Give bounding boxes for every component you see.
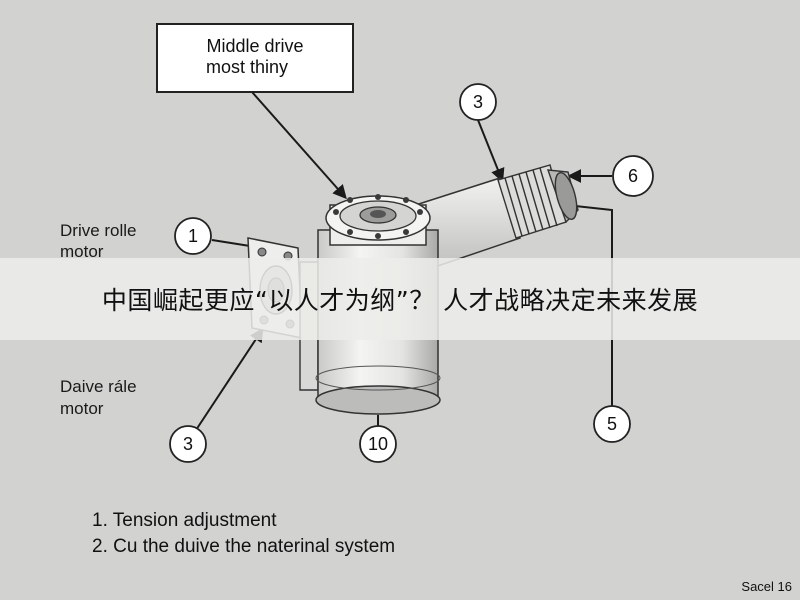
part-number-6: 6 bbox=[612, 155, 654, 197]
flange-bolt-holes bbox=[333, 194, 423, 239]
leader-line-1 bbox=[211, 239, 251, 247]
note-item: 2. Cu the duive the naterinal system bbox=[92, 536, 396, 557]
callout-upper-left-line-1: Drive rolle bbox=[60, 221, 137, 240]
top-drive-flange bbox=[325, 194, 431, 241]
callout-lower-left: Daive rále motor bbox=[60, 377, 137, 418]
callout-lower-left-line-2: motor bbox=[60, 399, 104, 418]
title-line-1: Middle drive bbox=[206, 36, 303, 56]
part-number-3-bottom: 3 bbox=[169, 425, 207, 463]
callout-upper-left-line-2: motor bbox=[60, 242, 104, 261]
svg-text:1: 1 bbox=[188, 226, 198, 246]
notes-list: 1. Tension adjustment 2. Cu the duive th… bbox=[92, 508, 395, 560]
svg-text:6: 6 bbox=[628, 166, 638, 186]
part-number-5: 5 bbox=[593, 405, 631, 443]
leader-line-5 bbox=[565, 204, 613, 408]
leader-line-3-top bbox=[477, 119, 505, 183]
overlay-banner: 中国崛起更应“以人才为纲”？ 人才战略决定未来发展 bbox=[0, 258, 800, 340]
svg-text:3: 3 bbox=[473, 92, 483, 112]
svg-text:5: 5 bbox=[607, 414, 617, 434]
callout-lower-left-line-1: Daive rále bbox=[60, 377, 137, 396]
title-leader-line bbox=[251, 91, 347, 200]
leader-line-3-bottom bbox=[195, 327, 264, 431]
svg-text:3: 3 bbox=[183, 434, 193, 454]
page-label: Sacel 16 bbox=[741, 579, 792, 594]
leader-lines bbox=[195, 91, 613, 431]
part-number-1: 1 bbox=[174, 217, 212, 255]
part-number-3-top: 3 bbox=[459, 83, 497, 121]
svg-text:10: 10 bbox=[368, 434, 388, 454]
threaded-coupling bbox=[497, 164, 567, 239]
part-number-10: 10 bbox=[359, 425, 397, 463]
callout-upper-left: Drive rolle motor bbox=[60, 221, 137, 261]
overlay-banner-text: 中国崛起更应“以人才为纲”？ 人才战略决定未来发展 bbox=[101, 286, 699, 315]
title-callout-box: Middle drive most thiny bbox=[156, 23, 354, 93]
note-item: 1. Tension adjustment bbox=[92, 510, 277, 531]
title-line-2: most thiny bbox=[206, 57, 288, 77]
end-cap bbox=[546, 169, 579, 224]
